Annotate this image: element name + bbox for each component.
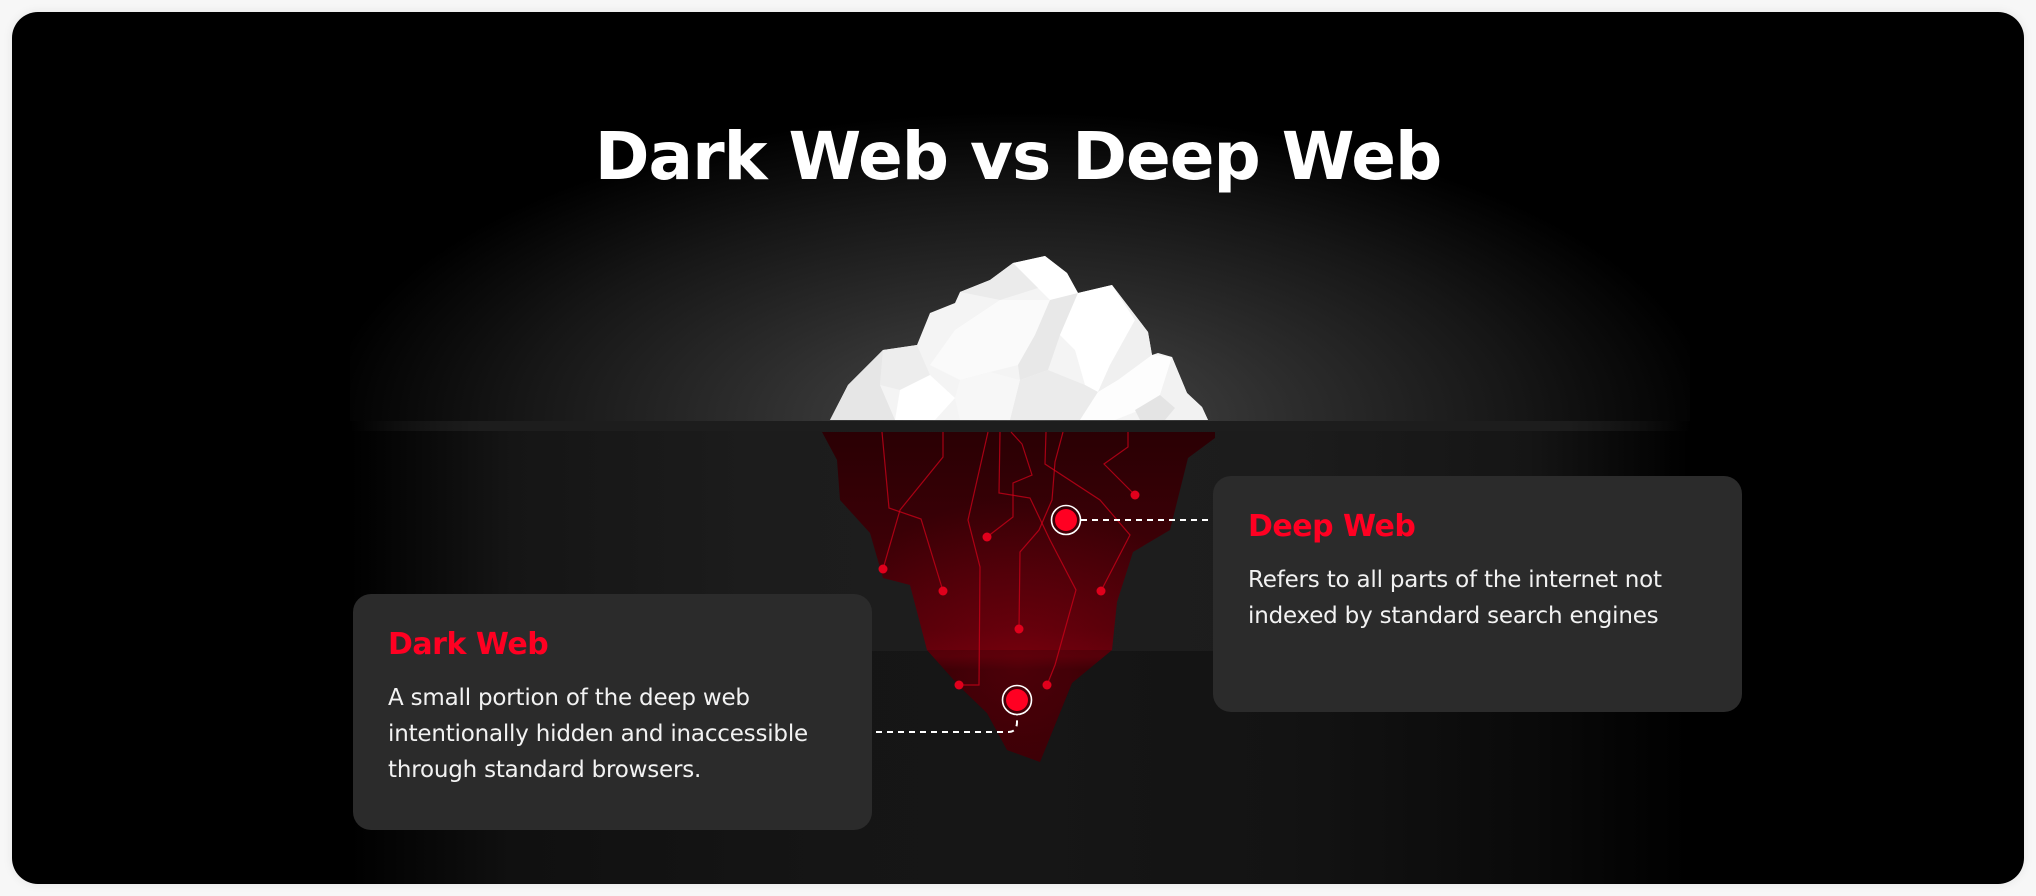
page-title: Dark Web vs Deep Web <box>594 118 1442 195</box>
iceberg-top <box>830 256 1208 420</box>
iceberg-underwater <box>822 431 1222 762</box>
iceberg-icon <box>822 256 1222 762</box>
waterline <box>350 421 1690 431</box>
deep-web-marker <box>1050 504 1082 536</box>
dark-web-marker <box>1001 684 1033 716</box>
deep-web-heading: Deep Web <box>1248 509 1416 544</box>
deep-web-description: Refers to all parts of the internet not … <box>1248 567 1662 629</box>
dark-web-description: A small portion of the deep web intentio… <box>388 685 808 783</box>
deep-web-card: Deep Web Refers to all parts of the inte… <box>1213 476 1742 712</box>
dark-web-heading: Dark Web <box>388 627 549 662</box>
dark-web-connector <box>876 715 1018 733</box>
dark-web-card: Dark Web A small portion of the deep web… <box>353 594 872 830</box>
infographic-frame: Dark Web vs Deep Web <box>12 12 2024 884</box>
